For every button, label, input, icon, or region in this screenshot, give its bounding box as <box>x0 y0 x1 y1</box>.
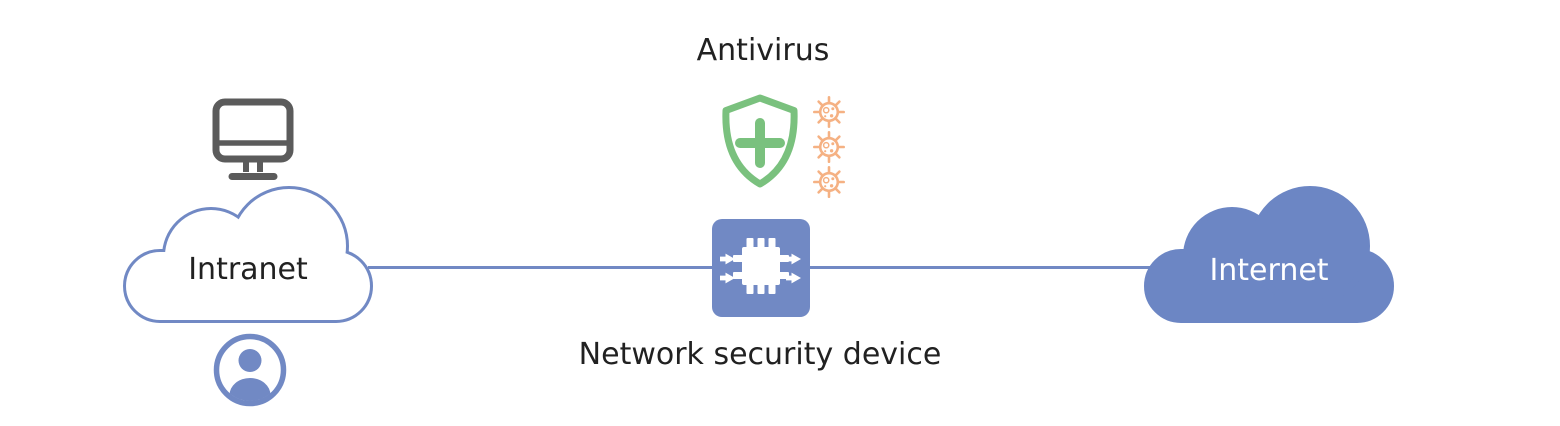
user-avatar-icon <box>212 332 288 408</box>
virus-icon <box>813 96 845 128</box>
device-label: Network security device <box>578 337 942 372</box>
antivirus-label: Antivirus <box>696 33 830 68</box>
connection-line-left <box>368 266 714 269</box>
monitor-icon <box>209 96 297 188</box>
virus-icons <box>813 96 845 198</box>
internet-cloud <box>1142 182 1396 326</box>
internet-label: Internet <box>1209 253 1329 288</box>
connection-line-right <box>808 266 1152 269</box>
network-device-chip-icon <box>712 219 810 317</box>
virus-icon <box>813 131 845 163</box>
virus-icon <box>813 166 845 198</box>
shield-plus-icon <box>715 93 805 189</box>
intranet-label: Intranet <box>188 252 308 287</box>
intranet-cloud <box>121 182 375 326</box>
